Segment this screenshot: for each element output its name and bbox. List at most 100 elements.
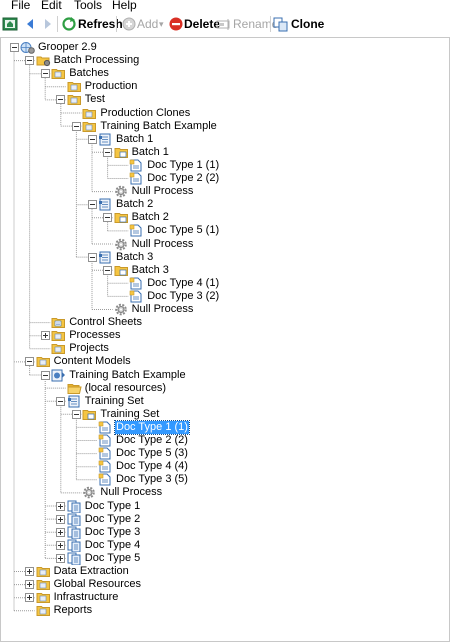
tree-node-label[interactable]: Batch 3 xyxy=(131,263,169,276)
expand-icon[interactable] xyxy=(56,501,66,511)
menu-edit[interactable]: Edit xyxy=(41,0,62,12)
expand-icon[interactable] xyxy=(25,580,35,590)
collapse-icon[interactable] xyxy=(40,370,50,380)
tree-node-label[interactable]: Null Process xyxy=(131,185,194,198)
tree-node-label[interactable]: Training Set xyxy=(84,394,144,407)
tree-node[interactable]: Doc Type 3 xyxy=(1,525,441,540)
tree-node-label[interactable]: Doc Type 4 (4) xyxy=(116,460,188,473)
tree-node-label[interactable]: Null Process xyxy=(100,486,163,499)
tree-node-label[interactable]: Doc Type 3 (5) xyxy=(116,473,188,486)
tree-node[interactable]: Doc Type 4 (1) xyxy=(1,277,441,290)
tree-node[interactable]: Training Set xyxy=(1,408,441,421)
collapse-icon[interactable] xyxy=(56,95,66,105)
tree-node[interactable]: Test xyxy=(1,93,441,106)
tree-node-label[interactable]: Batch Processing xyxy=(53,54,140,67)
tree-node[interactable]: Content Models xyxy=(1,355,441,368)
expand-icon[interactable] xyxy=(56,514,66,524)
tree-node-label[interactable]: Doc Type 2 (2) xyxy=(147,172,220,184)
tree-node-label[interactable]: Doc Type 2 (2) xyxy=(116,434,188,446)
clone-icon[interactable] xyxy=(273,16,289,32)
tree-node[interactable]: Data Extraction xyxy=(1,565,441,578)
tree-node-label[interactable]: Doc Type 5 (1) xyxy=(147,224,220,237)
rename-icon[interactable] xyxy=(216,16,232,32)
tree-node-label[interactable]: Control Sheets xyxy=(69,316,142,329)
collapse-icon[interactable] xyxy=(40,69,50,79)
tree-node[interactable]: Doc Type 2 xyxy=(1,513,441,527)
collapse-icon[interactable] xyxy=(25,56,35,66)
tree-node-label[interactable]: Processes xyxy=(69,329,121,342)
collapse-icon[interactable] xyxy=(71,409,81,419)
expand-icon[interactable] xyxy=(56,540,66,550)
add-dropdown-arrow-icon[interactable]: ▾ xyxy=(159,19,164,29)
tree-node[interactable]: Doc Type 1 (1) xyxy=(1,159,441,172)
tree-node-label[interactable]: Doc Type 5 (3) xyxy=(116,447,188,460)
tree-node-label[interactable]: Doc Type 1 (1) xyxy=(147,158,220,171)
tree-node-label[interactable]: Doc Type 4 xyxy=(84,538,141,551)
delete-button[interactable]: Delete xyxy=(184,17,221,31)
tree-node[interactable]: Processes xyxy=(1,329,441,342)
tree-node[interactable]: Null Process xyxy=(1,238,441,251)
tree-node[interactable]: Doc Type 3 (5) xyxy=(1,473,441,486)
collapse-icon[interactable] xyxy=(87,252,97,262)
tree-node-label[interactable]: Test xyxy=(84,93,105,106)
tree-node-label[interactable]: Batch 1 xyxy=(116,132,154,145)
menu-help[interactable]: Help xyxy=(112,0,137,12)
tree-node[interactable]: Infrastructure xyxy=(1,591,441,604)
collapse-icon[interactable] xyxy=(25,357,35,367)
tree-node-label[interactable]: Projects xyxy=(69,342,109,355)
tree-node-label[interactable]: Content Models xyxy=(53,355,131,368)
tree-node-label[interactable]: Batch 3 xyxy=(116,250,154,263)
collapse-icon[interactable] xyxy=(103,265,113,275)
tree-node[interactable]: Null Process xyxy=(1,486,441,499)
tree-node-label[interactable]: Reports xyxy=(53,604,93,617)
collapse-icon[interactable] xyxy=(103,213,113,223)
tree-node[interactable]: Batch Processing xyxy=(1,54,441,67)
collapse-icon[interactable] xyxy=(9,43,19,52)
collapse-icon[interactable] xyxy=(103,147,113,157)
tree-node-label[interactable]: Batch 2 xyxy=(116,198,154,211)
expand-icon[interactable] xyxy=(25,593,35,603)
tree-node-label[interactable]: Training Batch Example xyxy=(100,119,217,132)
tree-node[interactable]: Reports xyxy=(1,604,441,617)
tree-node[interactable]: Production Clones xyxy=(1,107,441,120)
expand-icon[interactable] xyxy=(56,553,66,563)
tree-node[interactable]: (local resources) xyxy=(1,382,441,395)
tree-node-label[interactable]: Grooper 2.9 xyxy=(38,41,97,53)
refresh-button[interactable]: Refresh xyxy=(78,17,123,31)
home-icon[interactable] xyxy=(2,16,18,32)
tree-node-label[interactable]: Training Set xyxy=(100,407,160,420)
tree-node-label[interactable]: Infrastructure xyxy=(53,591,119,604)
tree-node[interactable]: Training Batch Example xyxy=(1,120,441,133)
back-arrow-icon[interactable] xyxy=(22,16,38,32)
tree-node[interactable]: Projects xyxy=(1,342,441,355)
tree-node[interactable]: Doc Type 4 xyxy=(1,538,441,553)
tree-node[interactable]: Batch 1 xyxy=(1,146,441,159)
expand-icon[interactable] xyxy=(25,567,35,576)
tree-node[interactable]: Doc Type 5 xyxy=(1,552,441,566)
tree-node-label[interactable]: Batch 1 xyxy=(131,145,169,158)
expand-icon[interactable] xyxy=(40,331,50,341)
delete-icon[interactable] xyxy=(168,16,184,32)
tree-node[interactable]: Doc Type 1 xyxy=(1,500,441,513)
tree-node[interactable]: Doc Type 5 (1) xyxy=(1,224,441,237)
forward-arrow-icon[interactable] xyxy=(40,16,56,32)
tree-node[interactable]: Null Process xyxy=(1,185,441,198)
tree-node-label[interactable]: Doc Type 1 xyxy=(84,499,141,512)
tree-node[interactable]: Production xyxy=(1,80,441,93)
tree-node[interactable]: Batches xyxy=(1,67,441,80)
tree-node[interactable]: Null Process xyxy=(1,303,441,316)
collapse-icon[interactable] xyxy=(71,121,81,131)
tree-node-label-selected[interactable]: Doc Type 1 (1) xyxy=(114,419,190,435)
tree-node-label[interactable]: Batch 2 xyxy=(131,211,169,224)
tree-node[interactable]: Batch 2 xyxy=(1,198,441,211)
tree-node-label[interactable]: Training Batch Example xyxy=(69,368,186,381)
add-button[interactable]: Add xyxy=(137,17,159,31)
tree-node-label[interactable]: Doc Type 3 xyxy=(84,525,141,538)
rename-button[interactable]: Rename xyxy=(233,17,279,31)
tree-node[interactable]: Training Batch Example xyxy=(1,369,441,382)
tree-node-label[interactable]: Null Process xyxy=(131,237,194,250)
tree-node[interactable]: Batch 3 xyxy=(1,264,441,277)
add-icon[interactable] xyxy=(121,16,137,32)
tree-node[interactable]: Control Sheets xyxy=(1,316,441,329)
